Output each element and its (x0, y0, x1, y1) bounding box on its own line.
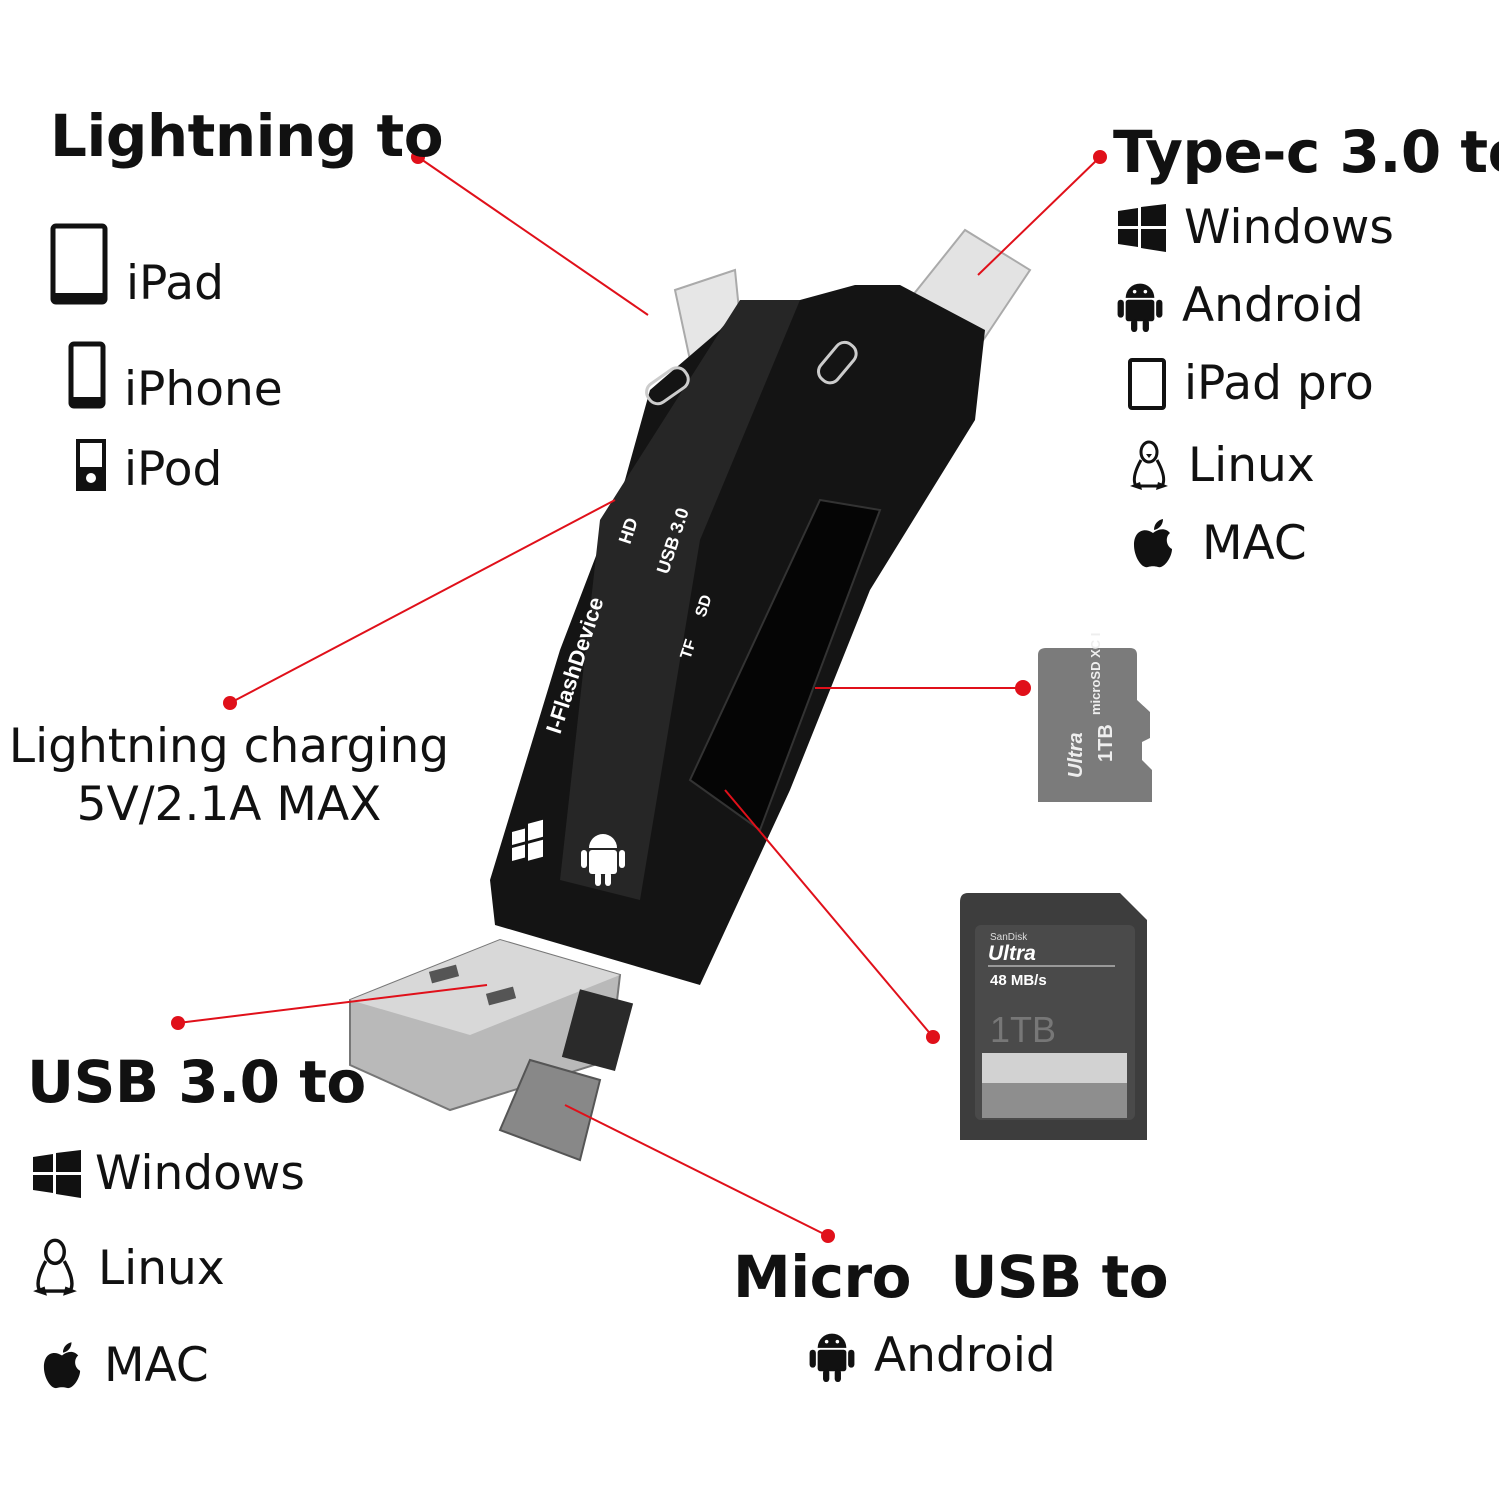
sd-capacity: 1TB (990, 1009, 1056, 1050)
usb-item-windows: Windows (33, 1146, 305, 1201)
ipad-icon (1128, 357, 1166, 410)
micro-usb-connector (498, 989, 634, 1162)
ipod-label: iPod (124, 442, 223, 497)
microsd-type: microSD XC I (1088, 633, 1103, 715)
usb-windows-label: Windows (95, 1146, 305, 1201)
android-icon (1117, 283, 1163, 332)
device-android-icon (581, 834, 625, 886)
charging-line2: 5V/2.1A MAX (76, 777, 382, 832)
windows-icon (33, 1149, 81, 1198)
usb-item-linux: Linux (30, 1238, 225, 1298)
charging-label: Lightning charging 5V/2.1A MAX (8, 718, 450, 834)
sd-brand: Ultra (988, 942, 1036, 965)
sd-card: SanDisk Ultra 48 MB/s 1TB (960, 893, 1147, 1140)
device-sd-text: SD (693, 593, 716, 619)
typec-ipadpro-label: iPad pro (1184, 356, 1374, 411)
charging-line1: Lightning charging (8, 719, 450, 774)
typec-item-ipadpro: iPad pro (1128, 356, 1374, 411)
typec-item-mac: MAC (1132, 516, 1307, 571)
apple-icon (43, 1341, 81, 1388)
iphone-label: iPhone (124, 362, 283, 417)
microusb-item-android: Android (808, 1328, 1056, 1383)
typec-android-label: Android (1182, 278, 1364, 333)
sd-maker: SanDisk (990, 932, 1028, 943)
microsd-card: Ultra 1TB microSD XC I (1038, 633, 1152, 802)
ipad-icon (50, 223, 108, 304)
microusb-heading: Micro USB to (733, 1243, 1169, 1311)
microsd-capacity: 1TB (1095, 724, 1117, 762)
typec-linux-label: Linux (1188, 438, 1315, 493)
device-windows-icon (512, 819, 543, 861)
usb-linux-label: Linux (98, 1240, 225, 1296)
android-icon (809, 1333, 855, 1382)
sd-speed: 48 MB/s (990, 972, 1047, 989)
lightning-item-ipod: iPod (76, 432, 222, 497)
lightning-item-ipad: iPad (50, 216, 224, 311)
typec-mac-label: MAC (1202, 516, 1307, 571)
lightning-heading: Lightning to (50, 102, 444, 170)
lightning-item-iphone: iPhone (68, 332, 283, 417)
device-tf-text: TF (678, 637, 700, 661)
ipod-icon (76, 438, 106, 491)
ipad-label: iPad (126, 256, 224, 311)
linux-icon (33, 1238, 77, 1296)
linux-icon (1130, 440, 1168, 490)
usb-mac-label: MAC (104, 1338, 209, 1393)
apple-icon (1134, 518, 1172, 567)
usb-heading: USB 3.0 to (27, 1048, 366, 1116)
microsd-brand: Ultra (1065, 732, 1087, 778)
microusb-android-label: Android (874, 1328, 1056, 1383)
usb-item-mac: MAC (42, 1338, 209, 1393)
typec-item-linux: Linux (1128, 438, 1315, 493)
windows-icon (1118, 203, 1166, 252)
typec-windows-label: Windows (1184, 200, 1394, 255)
callout-lines (171, 150, 1107, 1243)
typec-heading: Type-c 3.0 to (1113, 118, 1499, 186)
typec-item-android: Android (1116, 278, 1364, 333)
typec-item-windows: Windows (1118, 200, 1394, 255)
iphone-icon (68, 341, 106, 408)
card-reader-body: I-FlashDevice HD USB 3.0 SD TF (490, 285, 985, 985)
